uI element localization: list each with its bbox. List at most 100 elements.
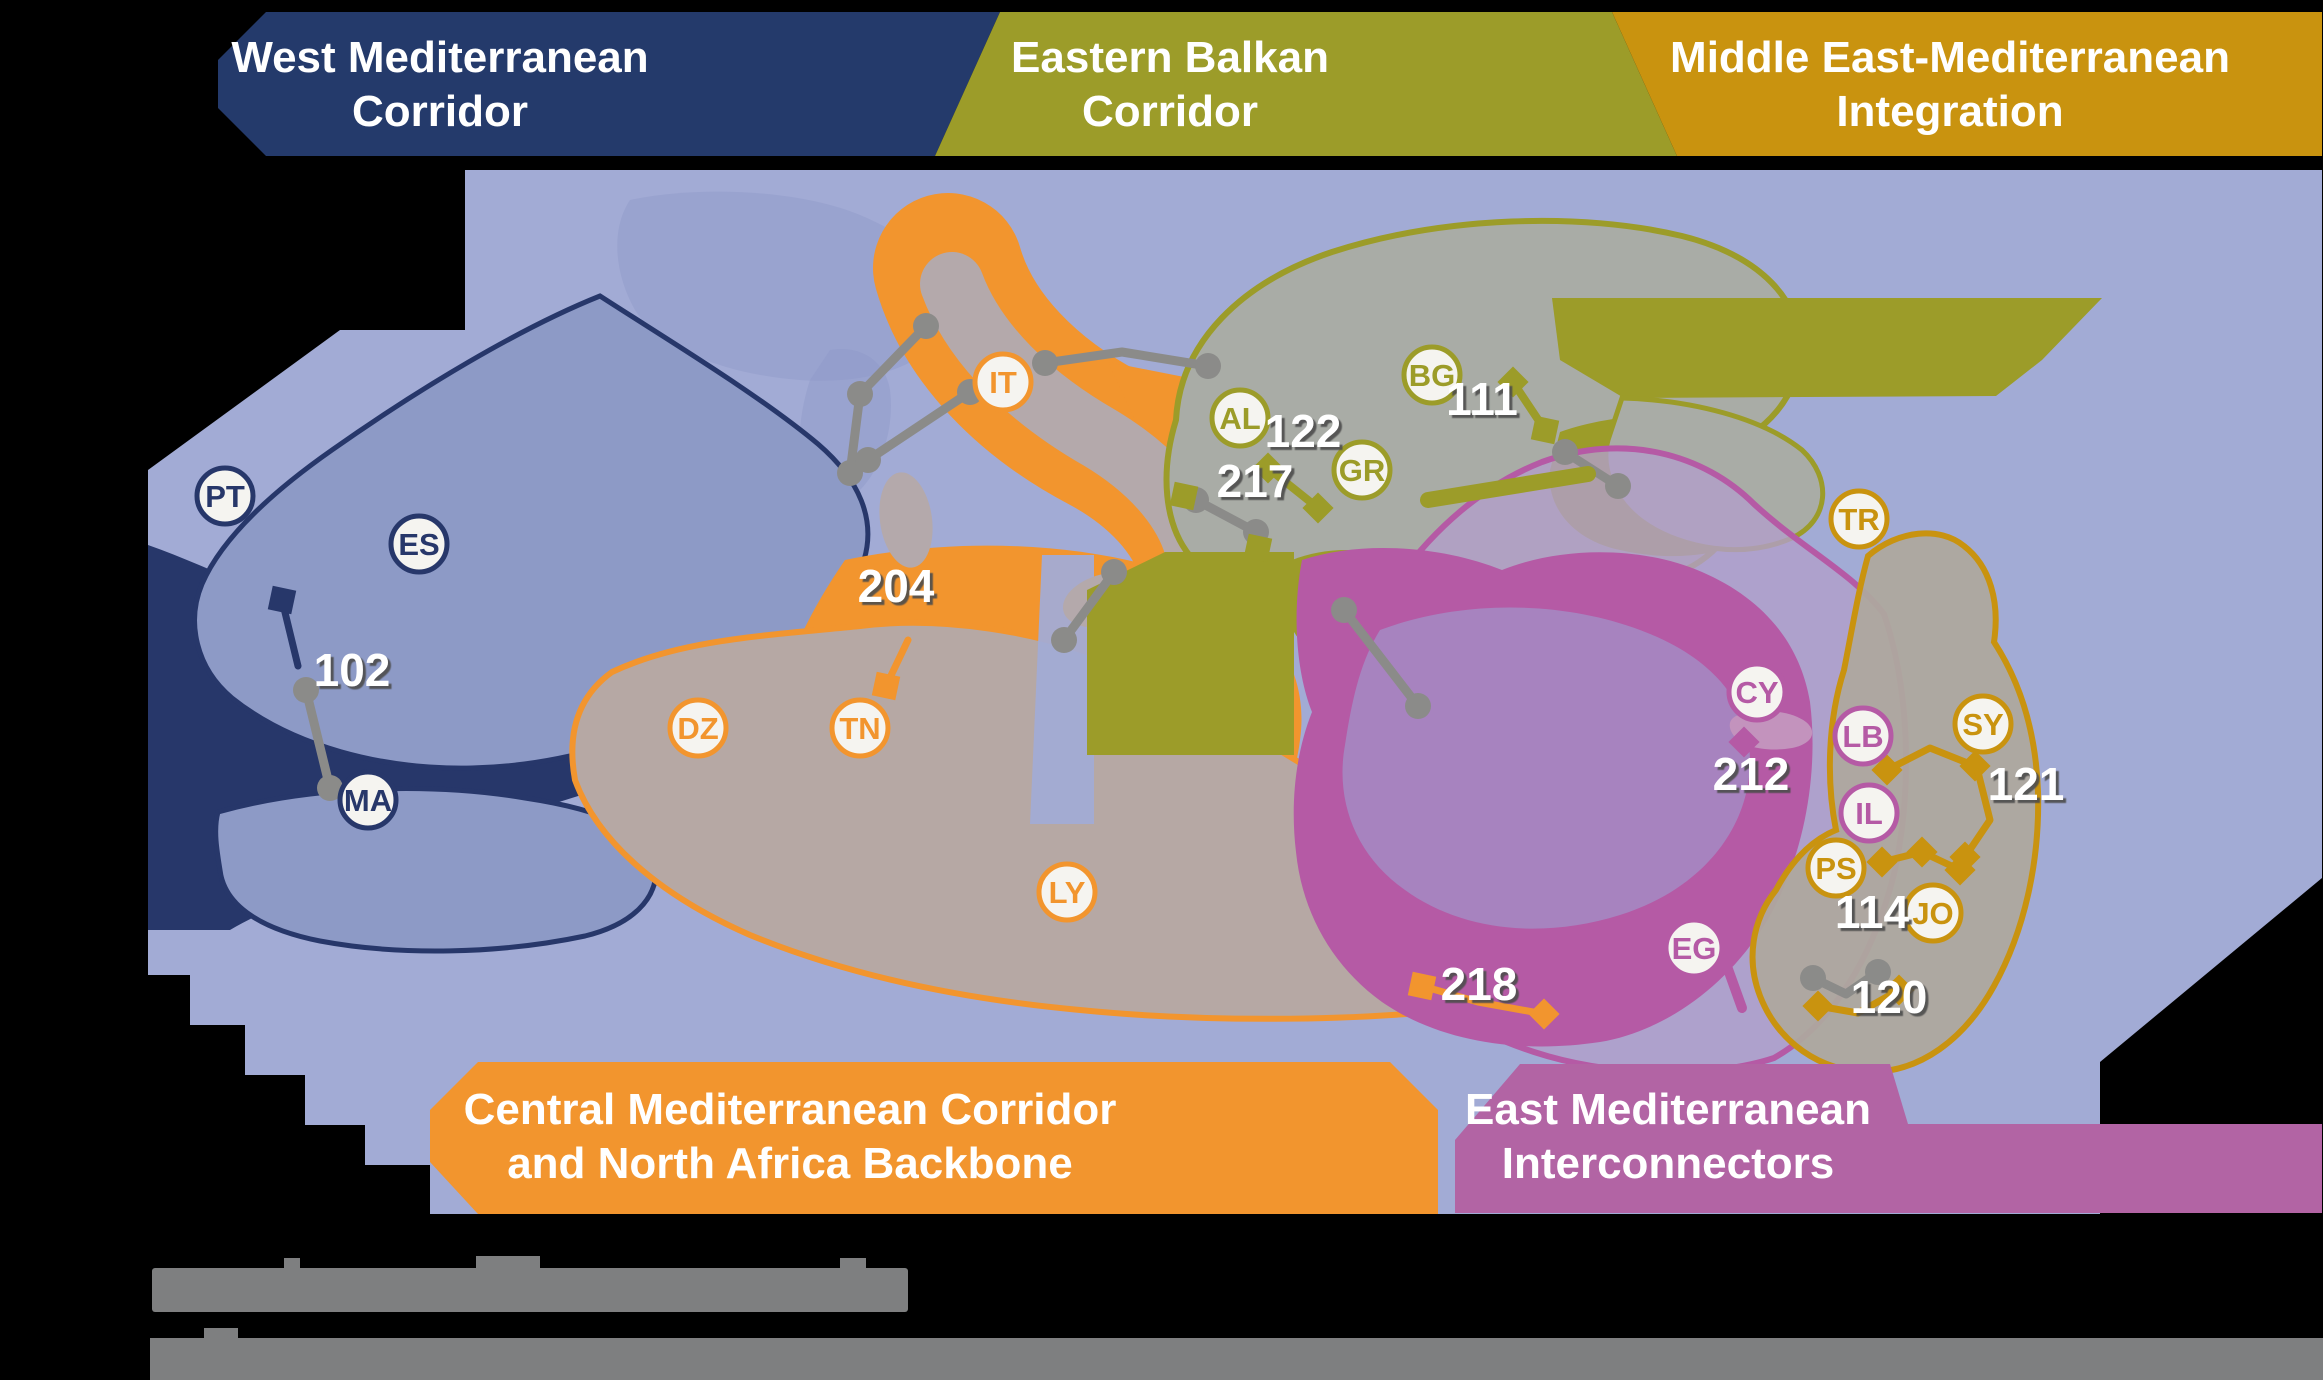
project-number-111: 111 xyxy=(1446,373,1518,425)
country-badge-TR: TR xyxy=(1828,488,1890,550)
country-code-BG: BG xyxy=(1409,358,1456,393)
link-node-dot xyxy=(1051,627,1077,653)
link-node-dot xyxy=(1800,965,1826,991)
country-circle-LY xyxy=(1036,861,1098,923)
sea-overlay-east-med xyxy=(1342,607,1750,929)
project-link xyxy=(1059,567,1119,645)
country-badge-IL: IL xyxy=(1838,782,1900,844)
country-badge-CY: CY xyxy=(1726,661,1788,723)
banner-east-med-line1: East Mediterranean xyxy=(1465,1085,1871,1134)
link-node-square xyxy=(1243,533,1273,563)
country-code-AL: AL xyxy=(1219,401,1260,436)
link-node-square xyxy=(1407,971,1437,1001)
banner-west-med-line1: West Mediterranean xyxy=(231,33,648,82)
country-code-TR: TR xyxy=(1838,502,1879,537)
country-circle-LB xyxy=(1832,705,1894,767)
country-badge-MA: MA xyxy=(337,769,399,831)
project-link xyxy=(1418,982,1548,1018)
banner-east-med xyxy=(1455,1064,2322,1213)
country-badge-BG: BG xyxy=(1401,344,1463,406)
banner-central-med-line2: and North Africa Backbone xyxy=(507,1139,1073,1188)
country-badge-GR: GR xyxy=(1331,439,1393,501)
legend-redacted-row-2 xyxy=(150,1338,2323,1380)
country-badge-DZ: DZ xyxy=(667,697,729,759)
link-node-square xyxy=(1169,481,1199,511)
country-circle-JO xyxy=(1902,882,1964,944)
link-node-dot xyxy=(293,677,319,703)
country-badge-EG: EG xyxy=(1663,917,1725,979)
river-nile xyxy=(1719,953,1747,1013)
project-link xyxy=(1883,744,1979,774)
country-circle-PS xyxy=(1805,837,1867,899)
country-code-LY: LY xyxy=(1049,875,1086,910)
country-circle-AL xyxy=(1209,387,1271,449)
legend-redacted-ascender xyxy=(204,1328,238,1342)
country-code-CY: CY xyxy=(1735,675,1778,710)
link-node-dot xyxy=(837,460,863,486)
link-node-dot xyxy=(1865,959,1891,985)
project-number-102: 102 xyxy=(314,644,391,696)
country-circle-EG xyxy=(1663,917,1725,979)
country-circle-TR xyxy=(1828,488,1890,550)
country-code-PT: PT xyxy=(205,479,245,514)
country-circle-IT xyxy=(972,351,1034,413)
country-code-ES: ES xyxy=(398,527,439,562)
banner-central-med-line1: Central Mediterranean Corridor xyxy=(464,1085,1117,1134)
link-node-dot xyxy=(913,313,939,339)
country-circle-DZ xyxy=(667,697,729,759)
country-code-MA: MA xyxy=(344,783,392,818)
region-blacksea-arm xyxy=(1552,298,2102,398)
project-number-204: 204 xyxy=(858,560,935,612)
link-node-square xyxy=(1530,415,1560,445)
country-code-GR: GR xyxy=(1339,453,1386,488)
country-badge-ES: ES xyxy=(388,513,450,575)
banner-eastern-balkan-line2: Corridor xyxy=(1082,87,1258,136)
link-node-square xyxy=(267,585,297,615)
banner-middle-east-line1: Middle East-Mediterranean xyxy=(1670,33,2230,82)
legend-redacted-row-1 xyxy=(152,1268,908,1312)
legend-redacted-ascender xyxy=(284,1258,300,1272)
project-number-212: 212 xyxy=(1713,748,1790,800)
country-code-PS: PS xyxy=(1815,851,1856,886)
project-link xyxy=(1814,986,1903,1017)
link-node-dot xyxy=(1605,473,1631,499)
project-link xyxy=(863,387,975,465)
project-number-122: 122 xyxy=(1265,405,1342,457)
country-circle-BG xyxy=(1401,344,1463,406)
link-node-square xyxy=(871,671,901,701)
country-badge-PT: PT xyxy=(194,465,256,527)
country-code-SY: SY xyxy=(1962,707,2004,742)
link-node-dot xyxy=(1032,350,1058,376)
country-circle-CY xyxy=(1726,661,1788,723)
country-code-LB: LB xyxy=(1842,719,1883,754)
country-circle-MA xyxy=(337,769,399,831)
link-node-dot xyxy=(1101,559,1127,585)
country-badge-LY: LY xyxy=(1036,861,1098,923)
country-badge-IT: IT xyxy=(972,351,1034,413)
country-badge-SY: SY xyxy=(1952,693,2014,755)
link-node-dot xyxy=(1552,439,1578,465)
link-node-dot xyxy=(1331,597,1357,623)
country-code-IT: IT xyxy=(989,365,1017,400)
country-badge-TN: TN xyxy=(829,697,891,759)
country-code-TN: TN xyxy=(839,711,880,746)
region-morocco xyxy=(213,786,659,954)
project-link xyxy=(1420,466,1596,508)
banner-eastern-balkan xyxy=(935,12,1677,156)
project-link xyxy=(1961,768,1994,861)
project-number-120: 120 xyxy=(1851,971,1928,1023)
banner-east-med-line2: Interconnectors xyxy=(1502,1139,1835,1188)
link-node-dot xyxy=(847,381,873,407)
banner-central-med xyxy=(430,1062,1438,1214)
country-code-EG: EG xyxy=(1672,931,1717,966)
link-node-dot xyxy=(855,447,881,473)
link-node-diamond xyxy=(1252,452,1284,484)
legend-redacted-ascender xyxy=(840,1258,866,1272)
country-badge-PS: PS xyxy=(1805,837,1867,899)
country-circle-TN xyxy=(829,697,891,759)
project-link xyxy=(1339,605,1423,711)
country-badge-AL: AL xyxy=(1209,387,1271,449)
